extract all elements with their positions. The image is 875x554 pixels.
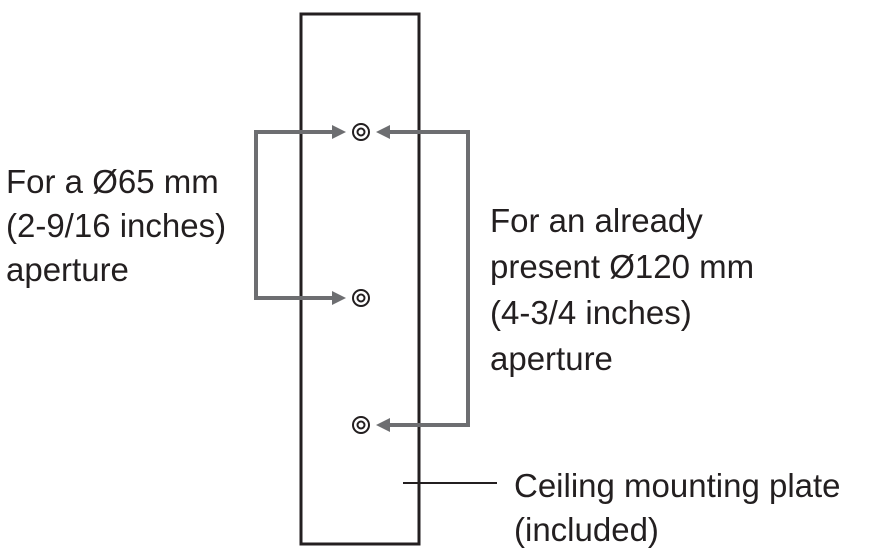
left-aperture-bracket — [254, 130, 342, 300]
right-aperture-label-line-3: (4-3/4 inches) — [490, 294, 692, 331]
left-arrowhead-top — [332, 125, 346, 139]
left-aperture-label-line-1: For a Ø65 mm — [6, 163, 219, 200]
right-aperture-label-line-2: present Ø120 mm — [490, 248, 755, 285]
right-aperture-label: For an already present Ø120 mm (4-3/4 in… — [490, 198, 754, 382]
left-aperture-label-line-2: (2-9/16 inches) — [6, 207, 227, 244]
plate-label-line-2: (included) — [514, 511, 659, 548]
right-aperture-label-line-4: aperture — [490, 340, 613, 377]
right-arrowhead-bottom — [376, 418, 390, 432]
left-aperture-label-line-3: aperture — [6, 251, 129, 288]
left-arrowhead-bottom — [332, 291, 346, 305]
right-aperture-bracket — [380, 130, 470, 427]
right-aperture-label-line-1: For an already — [490, 202, 703, 239]
plate-label-line-1: Ceiling mounting plate — [514, 467, 841, 504]
screw-hole-middle — [352, 289, 370, 307]
screw-hole-bottom — [352, 416, 370, 434]
right-arrowhead-top — [376, 125, 390, 139]
left-aperture-label: For a Ø65 mm (2-9/16 inches) aperture — [6, 160, 226, 292]
screw-hole-top — [352, 123, 370, 141]
ceiling-mounting-plate — [299, 12, 421, 546]
plate-label: Ceiling mounting plate (included) — [514, 464, 841, 552]
